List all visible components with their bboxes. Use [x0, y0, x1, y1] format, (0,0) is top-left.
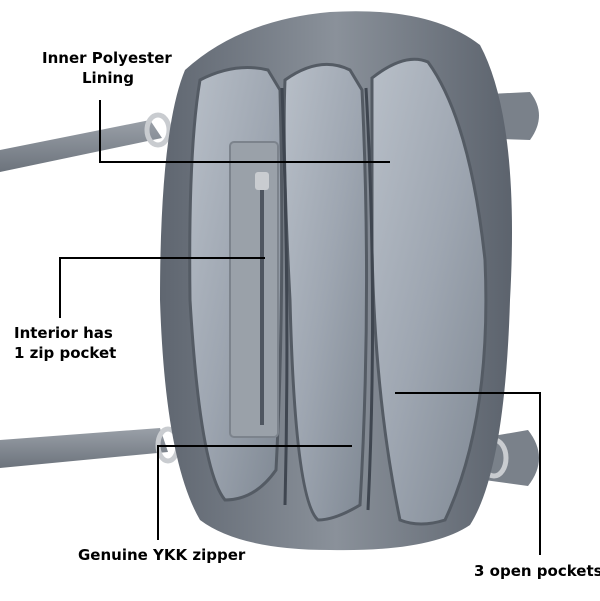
callout-pockets: 3 open pockets [474, 562, 600, 580]
zip-pocket [229, 141, 279, 438]
callout-lining-line1: Inner Polyester [42, 49, 172, 67]
callout-lining: Inner Polyester Lining [42, 48, 172, 88]
leader-lines [59, 100, 541, 555]
compartment-right [370, 57, 488, 526]
left-strap [0, 120, 168, 468]
zipper-pull-icon [255, 172, 269, 190]
callout-interior-line1: Interior has [14, 324, 113, 342]
callout-interior: Interior has 1 zip pocket [14, 323, 116, 363]
callout-zipper: Genuine YKK zipper [78, 546, 246, 564]
callout-interior-line2: 1 zip pocket [14, 344, 117, 362]
zipper-teeth [280, 87, 375, 511]
callout-lining-line2: Lining [82, 69, 134, 87]
